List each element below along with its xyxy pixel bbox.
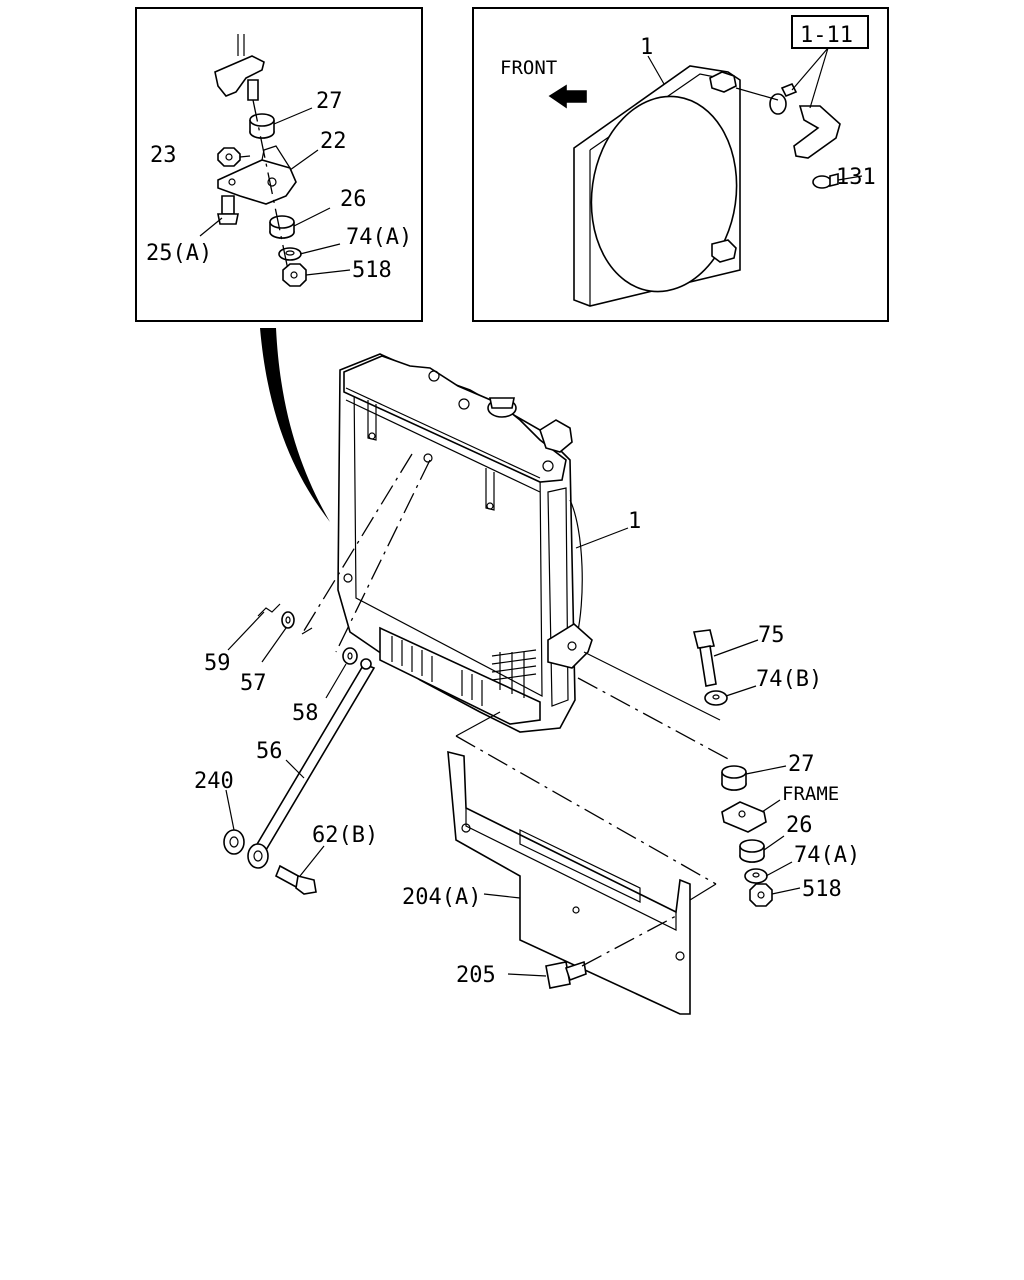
inset-left-callout-74a: 74(A): [346, 225, 412, 250]
main-assembly: 1 75 74(B) 59 57 58 56 27 FRAME 26 74(A)…: [194, 328, 860, 1015]
inset-left-callout-23: 23: [150, 143, 177, 168]
part-59-spring-pin: [257, 603, 281, 617]
main-callout-204a: 204(A): [402, 885, 481, 910]
main-callout-74b: 74(B): [756, 667, 822, 692]
main-callout-75: 75: [758, 623, 785, 648]
inset-left-callout-518: 518: [352, 258, 392, 283]
inset-left: 27 23 22 26 25(A) 74(A) 518: [135, 7, 423, 322]
main-callout-26: 26: [786, 813, 813, 838]
main-callout-1: 1: [628, 509, 641, 534]
part-204a-lower-panel: [447, 750, 691, 1015]
inset-left-frame: [135, 7, 423, 322]
main-callout-240: 240: [194, 769, 234, 794]
part-26-cushion: [269, 215, 295, 239]
main-callout-27: 27: [788, 752, 815, 777]
main-callout-62b: 62(B): [312, 823, 378, 848]
part-240-bushing: [223, 829, 245, 855]
detail-pointer-arrow: [260, 328, 330, 522]
inset-left-callout-22: 22: [320, 129, 347, 154]
part-58-washer: [342, 647, 358, 665]
part-26-cushion-main: [739, 839, 765, 863]
part-518-nut: [282, 263, 307, 287]
part-74b-washer: [704, 690, 728, 706]
main-callout-518: 518: [802, 877, 842, 902]
part-62b-bolt: [274, 864, 317, 895]
main-callout-58: 58: [292, 701, 319, 726]
radiator-hose-part: [769, 82, 841, 159]
inset-left-callout-26: 26: [340, 187, 367, 212]
part-27-cushion: [249, 113, 275, 139]
inset-right-frame: [472, 7, 889, 322]
part-131-clamp: [812, 172, 839, 189]
part-1-radiator: [337, 353, 593, 733]
inset-right: FRONT 1 1-1: [472, 7, 889, 322]
main-callout-59: 59: [204, 651, 231, 676]
inset-left-callout-27: 27: [316, 89, 343, 114]
shroud-radiator-part: [573, 65, 741, 307]
part-25a-bolt: [217, 195, 239, 225]
part-27-cushion-main: [721, 765, 747, 791]
part-23-nut: [217, 147, 241, 167]
inset-left-callout-25a: 25(A): [146, 241, 212, 266]
part-22-bracket: [217, 145, 297, 205]
part-57-washer: [281, 611, 295, 629]
upper-bracket-part: [214, 34, 265, 101]
main-callout-205: 205: [456, 963, 496, 988]
callout-box-1-11: [791, 15, 869, 49]
part-518-nut-main: [749, 883, 773, 907]
inset-right-callout-1: 1: [640, 35, 653, 60]
front-direction-label: FRONT: [500, 57, 557, 79]
part-74a-washer-main: [744, 868, 768, 884]
part-205-bolt: [545, 960, 587, 989]
main-callout-frame: FRAME: [782, 783, 839, 805]
main-callout-57: 57: [240, 671, 267, 696]
inset-right-callout-131: 131: [836, 165, 876, 190]
part-74a-washer: [278, 247, 302, 261]
main-callout-74a: 74(A): [794, 843, 860, 868]
frame-plate: [721, 801, 767, 833]
main-callout-56: 56: [256, 739, 283, 764]
part-75-bolt: [693, 629, 717, 687]
part-56-stay-rod: [247, 658, 376, 869]
front-arrow-icon: [548, 84, 587, 109]
inset-right-callout-1-11: 1-11: [800, 23, 853, 48]
